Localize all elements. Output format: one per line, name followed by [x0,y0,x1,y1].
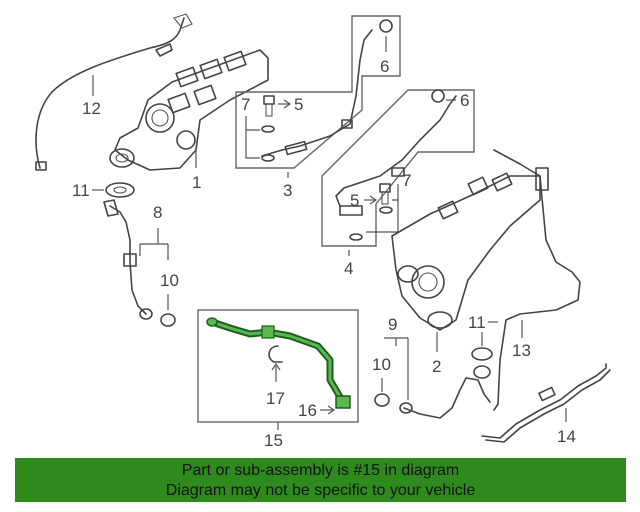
callout-15: 15 [264,431,283,450]
callout-6-upper: 6 [380,57,389,76]
callout-12: 12 [82,99,101,118]
callout-7-upper: 7 [241,95,250,114]
turbocharger-right [391,172,541,331]
coolant-line-part-9 [403,377,491,419]
group-box-part-3 [235,15,401,169]
callout-2: 2 [432,357,441,376]
banner-line-2: Diagram may not be specific to your vehi… [165,482,476,499]
callout-11-left: 11 [72,181,90,200]
callout-11-right: 11 [468,313,486,332]
banner-line-1: Part or sub-assembly is #15 in diagram [181,462,460,479]
clip-part-17 [268,345,283,363]
parts-diagram: 12 1 5 7 6 3 5 7 6 4 2 [35,13,611,450]
callout-1: 1 [192,173,201,192]
callout-5-upper: 5 [294,95,303,114]
callout-8: 8 [153,203,162,222]
oil-line-part-14 [481,363,607,439]
group-box-part-4 [321,89,475,247]
coolant-line-part-8 [109,205,147,315]
callout-5-lower: 5 [350,191,359,210]
callout-4: 4 [344,259,353,278]
callout-3: 3 [283,181,292,200]
oil-line-part-13 [493,149,581,411]
callout-17: 17 [266,389,285,408]
callout-10-left: 10 [160,271,179,290]
callout-7-lower: 7 [402,171,411,190]
callout-14: 14 [557,427,576,446]
info-banner: Part or sub-assembly is #15 in diagram D… [15,458,626,502]
callout-10-right: 10 [372,355,391,374]
callout-9: 9 [388,315,397,334]
oil-line-part-12 [35,13,193,171]
callout-16: 16 [298,401,317,420]
callout-13: 13 [512,341,531,360]
coolant-pipe-part-15-highlighted [206,317,351,409]
callout-6-lower: 6 [460,91,469,110]
